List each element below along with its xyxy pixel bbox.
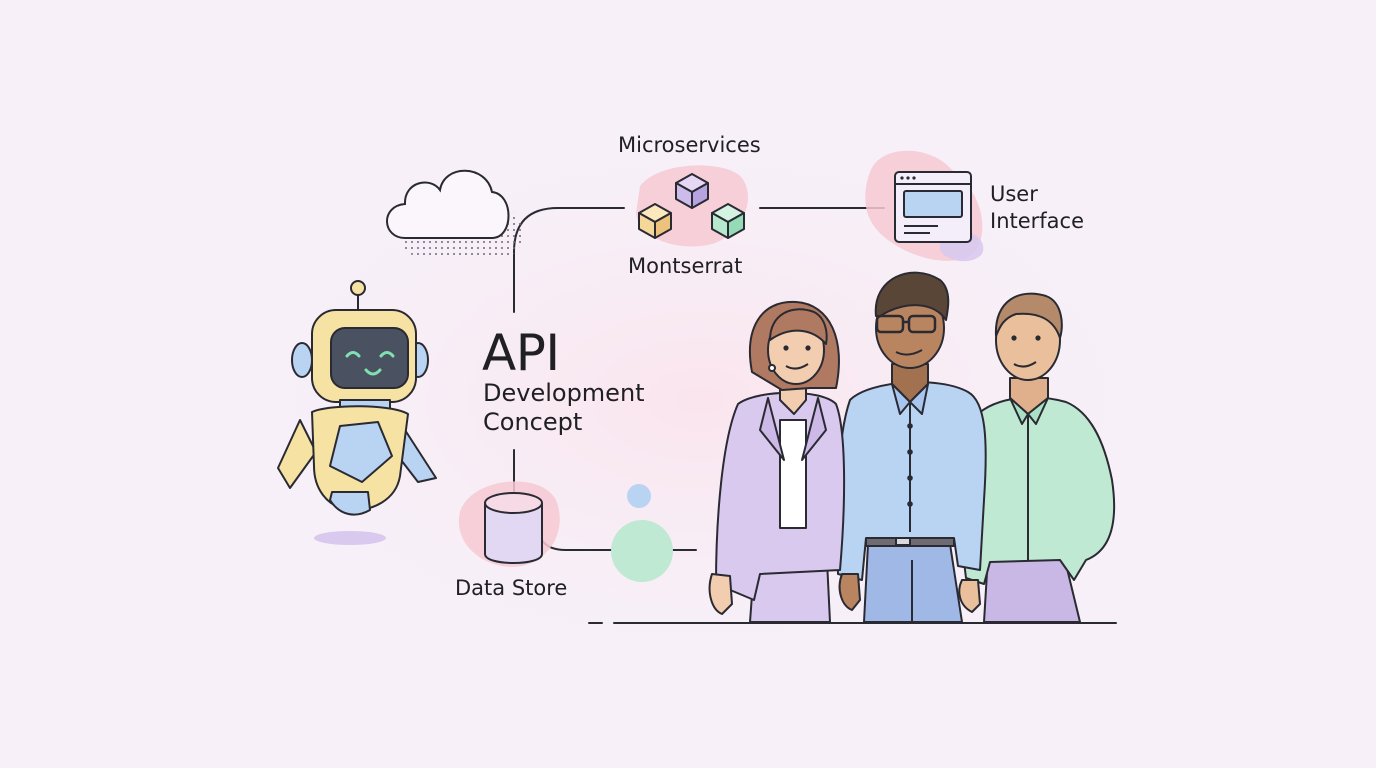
- cloud-icon: [386, 169, 523, 256]
- bubble-blue: [627, 484, 651, 508]
- person-lavender-suit: [708, 300, 846, 623]
- user-interface-label-line-2: Interface: [990, 209, 1085, 233]
- microservices-node: [636, 165, 749, 247]
- data-store-label: Data Store: [455, 576, 568, 600]
- browser-window-icon: [894, 171, 972, 243]
- bubble-mint: [611, 520, 673, 582]
- database-icon: [484, 492, 543, 564]
- user-interface-label: User Interface: [990, 181, 1084, 235]
- data-store-node: [458, 481, 560, 567]
- person-blue-shirt: [836, 271, 987, 623]
- cube-icon: [711, 203, 745, 239]
- user-interface-node: [865, 150, 984, 262]
- cube-icon: [675, 173, 709, 209]
- api-subtitle: Development Concept: [483, 379, 645, 437]
- api-subtitle-line-1: Development: [483, 379, 645, 407]
- api-title: API: [482, 324, 560, 382]
- microservices-font-label: Montserrat: [628, 254, 743, 278]
- robot-icon: [277, 280, 437, 545]
- person-green-shirt: [958, 292, 1116, 623]
- cube-icon: [638, 203, 672, 239]
- user-interface-label-line-1: User: [990, 182, 1038, 206]
- api-subtitle-line-2: Concept: [483, 408, 583, 436]
- microservices-label: Microservices: [618, 133, 761, 157]
